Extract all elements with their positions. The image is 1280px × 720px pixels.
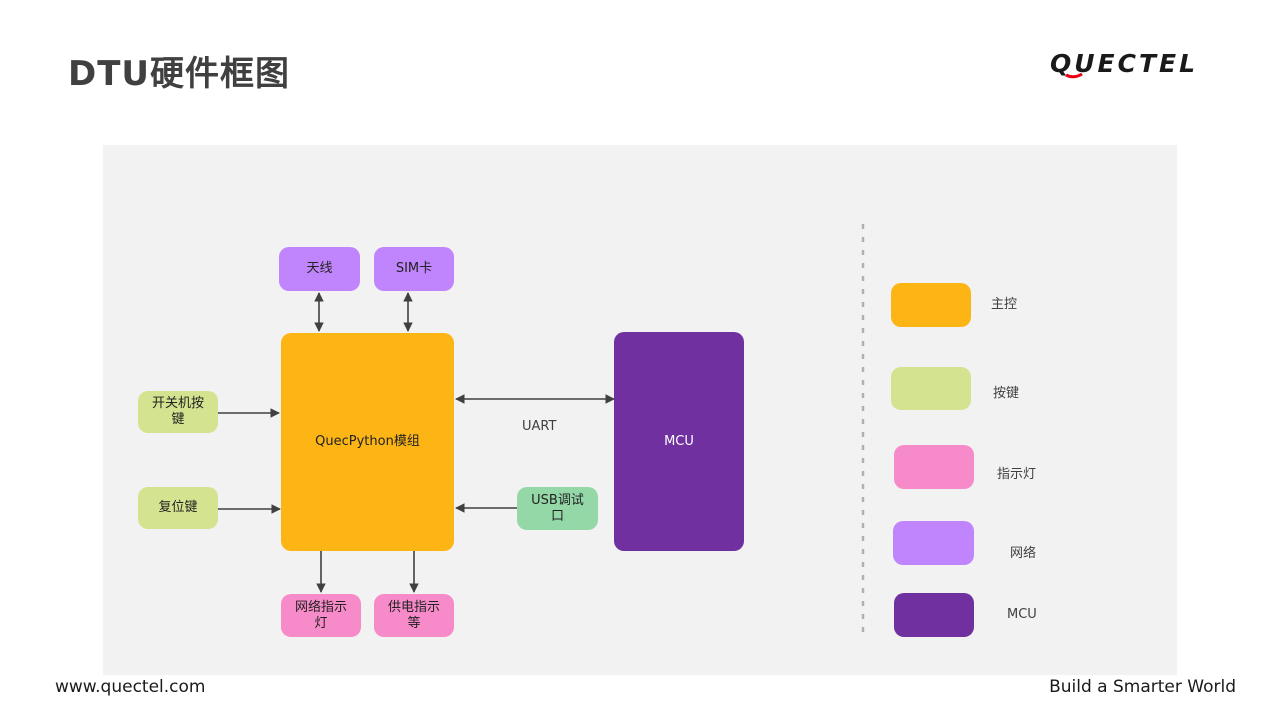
- legend-label-mcu: MCU: [1007, 607, 1037, 622]
- legend-swatch-network: [893, 521, 974, 565]
- node-power-button: 开关机按键: [138, 391, 218, 433]
- node-usb-debug-port-label: USB调试口: [531, 492, 584, 524]
- legend-swatch-button: [891, 367, 971, 410]
- node-quecpython-module: QuecPython模组: [281, 333, 454, 551]
- quectel-logo: QUECTEL: [1050, 50, 1198, 79]
- legend-label-main-control: 主控: [991, 297, 1018, 312]
- node-reset-button-label: 复位键: [158, 500, 198, 515]
- node-mcu: MCU: [614, 332, 744, 551]
- legend-swatch-mcu: [894, 593, 974, 637]
- node-sim-card-label: SIM卡: [395, 261, 433, 276]
- node-antenna-label: 天线: [306, 261, 333, 276]
- footer-slogan: Build a Smarter World: [1049, 677, 1236, 697]
- node-mcu-label: MCU: [664, 433, 694, 449]
- node-usb-debug-port: USB调试口: [517, 487, 598, 530]
- node-sim-card: SIM卡: [374, 247, 454, 291]
- legend-label-indicator: 指示灯: [997, 467, 1037, 482]
- legend-label-network: 网络: [1010, 546, 1037, 561]
- node-power-led-label: 供电指示等: [387, 599, 440, 631]
- node-network-led: 网络指示灯: [281, 594, 361, 637]
- node-power-led: 供电指示等: [374, 594, 454, 637]
- page-title: DTU硬件框图: [68, 54, 291, 94]
- logo-swoosh-icon: [1065, 72, 1083, 79]
- logo-text: QUECTEL: [1050, 50, 1198, 78]
- legend-swatch-indicator: [894, 445, 974, 489]
- legend-swatch-main-control: [891, 283, 971, 327]
- node-power-button-label: 开关机按键: [151, 396, 204, 427]
- node-quecpython-module-label: QuecPython模组: [315, 434, 420, 449]
- node-reset-button: 复位键: [138, 487, 218, 529]
- footer-website: www.quectel.com: [55, 677, 206, 697]
- node-network-led-label: 网络指示灯: [294, 599, 347, 631]
- edge-label-uart: UART: [522, 419, 557, 434]
- legend-label-button: 按键: [993, 386, 1020, 401]
- node-antenna: 天线: [279, 247, 360, 291]
